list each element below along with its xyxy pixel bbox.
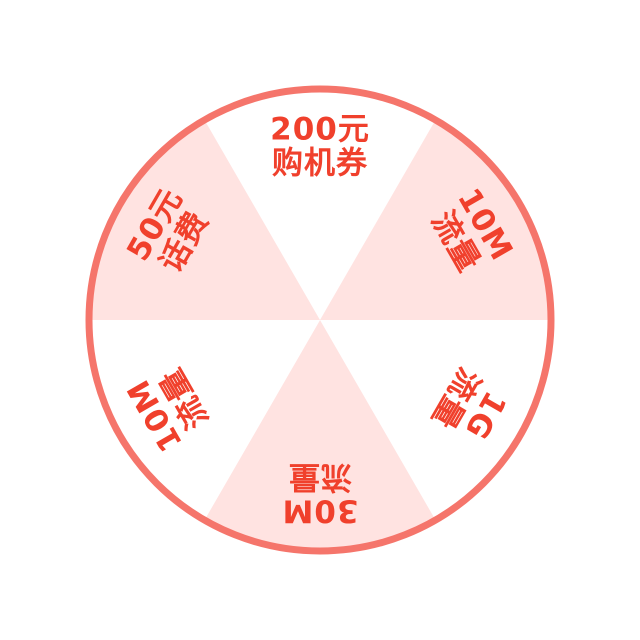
wheel-segment [204, 320, 436, 551]
prize-label-line2: 购机券 [272, 146, 368, 182]
prize-label-line1: 200元 [270, 112, 370, 148]
wheel-segment [204, 89, 436, 320]
prize-label-line2: 流量 [288, 459, 352, 495]
wheel-rim [85, 85, 555, 555]
wheel-segments [88, 89, 551, 551]
prize-label-line1: 30M [282, 493, 359, 529]
